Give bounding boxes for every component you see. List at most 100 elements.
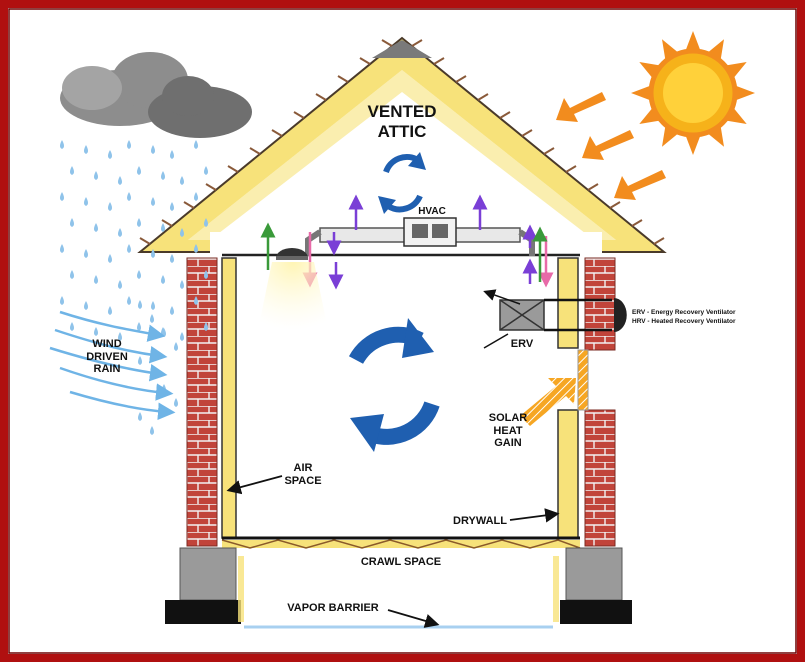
- rain-drop: [60, 296, 64, 305]
- rain-drop: [138, 300, 142, 309]
- rain-drop: [127, 192, 131, 201]
- hvac-unit: [305, 217, 535, 256]
- rain-drop: [60, 244, 64, 253]
- rain-drop: [151, 145, 155, 154]
- rain-drop: [180, 176, 184, 185]
- rain-drop: [84, 301, 88, 310]
- rain-drops: [60, 140, 208, 435]
- rain-drop: [84, 197, 88, 206]
- erv-legend-line2: HRV - Heated Recovery Ventilator: [632, 317, 736, 325]
- right-wall-insulation-upper: [557, 257, 579, 349]
- rain-drop: [180, 332, 184, 341]
- air-space-label-line2: SPACE: [284, 474, 322, 487]
- rain-drop: [118, 228, 122, 237]
- rain-drop: [84, 249, 88, 258]
- left-foundation: [179, 547, 237, 601]
- right-footing: [560, 600, 632, 624]
- sun-ray: [685, 136, 701, 155]
- rain-drop: [161, 223, 165, 232]
- wind-lines: [49, 310, 176, 421]
- rain-drop: [70, 218, 74, 227]
- window: [577, 349, 589, 411]
- wind-label-line1: WIND: [92, 338, 122, 350]
- air-space-label: AIR SPACE: [278, 462, 328, 487]
- rain-drop: [170, 202, 174, 211]
- rain-drop: [94, 275, 98, 284]
- rain-drop: [194, 296, 198, 305]
- hvac-label: HVAC: [418, 206, 446, 217]
- right-foundation: [565, 547, 623, 601]
- rain-drop: [194, 140, 198, 149]
- sun-ray: [631, 85, 650, 101]
- sun-icon: [631, 31, 755, 155]
- air-space-label-line1: AIR: [293, 462, 313, 474]
- rain-drop: [150, 426, 154, 435]
- cloud-icon: [60, 52, 252, 138]
- rain-drop: [94, 171, 98, 180]
- ceiling-light-icon: [258, 248, 328, 330]
- sun-ray: [685, 31, 701, 50]
- rain-drop: [180, 228, 184, 237]
- wind-driven-rain-label: WIND DRIVEN RAIN: [72, 338, 142, 376]
- rain-drop: [204, 166, 208, 175]
- rain-drop: [70, 270, 74, 279]
- right-wall-insulation-lower: [557, 409, 579, 539]
- rain-drop: [108, 306, 112, 315]
- left-footing: [165, 600, 241, 624]
- rain-drop: [137, 218, 141, 227]
- rain-drop: [174, 342, 178, 351]
- rain-drop: [118, 176, 122, 185]
- rain-drop: [94, 327, 98, 336]
- rain-drop: [127, 140, 131, 149]
- rain-drop: [150, 370, 154, 379]
- rain-drop: [161, 275, 165, 284]
- wind-label-line3: RAIN: [93, 363, 121, 376]
- rain-drop: [137, 166, 141, 175]
- erv-label: ERV: [510, 338, 534, 350]
- rain-drop: [204, 270, 208, 279]
- rain-drop: [170, 150, 174, 159]
- vented-attic-label: VENTED ATTIC: [362, 102, 442, 141]
- wind-label-line2: DRIVEN: [86, 350, 128, 363]
- rain-drop: [70, 322, 74, 331]
- rain-drop: [194, 244, 198, 253]
- circulation-arrows-icon: [348, 318, 440, 452]
- erv-legend-line1: ERV - Energy Recovery Ventilator: [632, 309, 736, 316]
- rain-drop: [161, 171, 165, 180]
- rain-drop: [204, 218, 208, 227]
- rain-drop: [151, 197, 155, 206]
- rain-drop: [60, 192, 64, 201]
- rain-drop: [118, 280, 122, 289]
- rain-drop: [108, 150, 112, 159]
- left-brick-wall: [186, 257, 218, 547]
- rain-drop: [150, 314, 154, 323]
- rain-drop: [137, 270, 141, 279]
- solar-label-line3: GAIN: [494, 437, 522, 450]
- rain-drop: [151, 301, 155, 310]
- rain-drop: [108, 254, 112, 263]
- sun-heat-arrows: [556, 92, 666, 200]
- rain-drop: [118, 332, 122, 341]
- erv-unit: [483, 289, 627, 349]
- solar-label-line1: SOLAR: [488, 412, 528, 424]
- drywall-label: DRYWALL: [453, 515, 507, 527]
- rain-drop: [137, 322, 141, 331]
- rain-drop: [70, 166, 74, 175]
- rain-drop: [194, 192, 198, 201]
- right-brick-wall-upper: [584, 257, 616, 351]
- rain-drop: [127, 296, 131, 305]
- rain-drop: [180, 280, 184, 289]
- rain-drop: [170, 254, 174, 263]
- vented-attic-label-line2: ATTIC: [377, 121, 427, 141]
- solar-heat-gain-arrow: [520, 378, 576, 426]
- sun-ray: [736, 85, 755, 101]
- floor-joists: [221, 539, 581, 549]
- left-wall-insulation: [221, 257, 237, 539]
- vented-attic-label-line1: VENTED: [367, 102, 437, 121]
- rain-drop: [127, 244, 131, 253]
- roof: [137, 36, 667, 254]
- erv-legend: ERV - Energy Recovery Ventilator HRV - H…: [632, 309, 736, 327]
